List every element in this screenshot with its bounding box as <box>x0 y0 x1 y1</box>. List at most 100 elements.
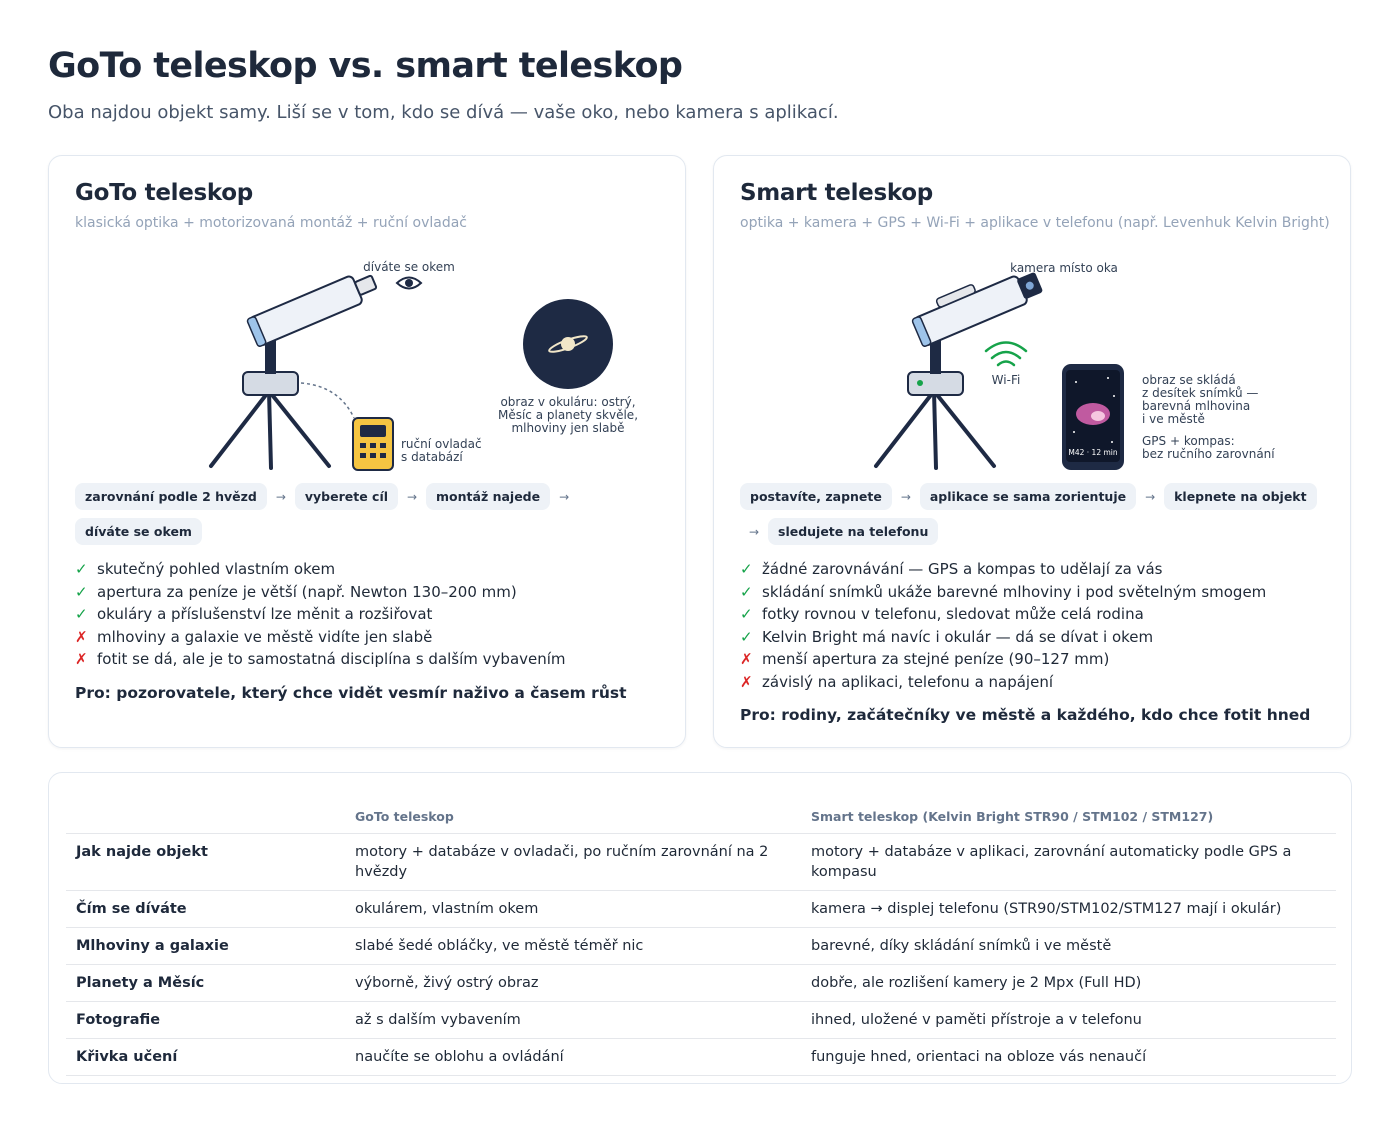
table-cell-smart: barevné, díky skládání snímků i ve městě <box>801 927 1336 965</box>
phone-caption: M42 · 12 min <box>1068 448 1117 457</box>
smart-step-arrow-2: → <box>1145 489 1156 504</box>
eye-icon <box>395 276 423 290</box>
table-row: Křivka učení naučíte se oblohu a ovládán… <box>66 1038 1336 1076</box>
camera-label: kamera místo oka <box>1010 261 1118 275</box>
smart-card: Smart teleskop optika + kamera + GPS + W… <box>713 155 1351 748</box>
table-cell-goto: naučíte se oblohu a ovládání <box>345 1038 801 1076</box>
cross-icon: ✗ <box>75 650 88 669</box>
smart-step-arrow-3: → <box>748 524 760 539</box>
cross-icon: ✗ <box>75 627 88 646</box>
goto-step-1: zarovnání podle 2 hvězd <box>75 483 267 510</box>
table-row: Čím se díváte okulárem, vlastním okem ka… <box>66 890 1336 928</box>
goto-verdict: Pro: pozorovatele, který chce vidět vesm… <box>75 684 627 702</box>
view-label-line-3: mlhoviny jen slabě <box>511 421 624 435</box>
goto-step-3: montáž najede <box>426 483 551 510</box>
controller-label-line-2: s databází <box>401 450 463 464</box>
stack-label-line-2: z desítek snímků — <box>1142 386 1258 400</box>
table-cell-goto: až s dalším vybavením <box>345 1001 801 1039</box>
cross-icon: ✗ <box>740 650 753 669</box>
power-led-icon <box>917 380 923 386</box>
smart-title: Smart teleskop <box>740 180 933 206</box>
goto-step-arrow-1: → <box>275 489 286 504</box>
stack-label-line-4: i ve městě <box>1142 412 1205 426</box>
goto-pro-1: ✓skutečný pohled vlastním okem <box>75 558 675 581</box>
gps-label-line-1: GPS + kompas: <box>1142 434 1235 448</box>
comparison-card: GoTo teleskop Smart teleskop (Kelvin Bri… <box>48 772 1352 1084</box>
mount-head-icon <box>907 371 964 396</box>
table-cell-goto: motory + databáze v ovladači, po ručním … <box>345 833 801 891</box>
mount-arm-icon <box>265 334 276 374</box>
wifi-icon <box>984 341 1028 367</box>
check-icon: ✓ <box>740 627 753 646</box>
smart-pro-1: ✓žádné zarovnávání — GPS a kompas to udě… <box>740 558 1340 581</box>
controller-label-line-1: ruční ovladač <box>401 437 482 451</box>
table-row-label: Čím se díváte <box>66 890 345 928</box>
view-label-line-1: obraz v okuláru: ostrý, <box>500 395 635 409</box>
comparison-table: GoTo teleskop Smart teleskop (Kelvin Bri… <box>66 799 1336 1076</box>
smart-subtitle: optika + kamera + GPS + Wi-Fi + aplikace… <box>740 215 1330 231</box>
cross-icon: ✗ <box>740 672 753 691</box>
table-cell-smart: ihned, uložené v paměti přístroje a v te… <box>801 1001 1336 1039</box>
goto-con-1: ✗mlhoviny a galaxie ve městě vidíte jen … <box>75 626 675 649</box>
table-cell-smart: funguje hned, orientaci na obloze vás ne… <box>801 1038 1336 1076</box>
smart-tube-icon <box>911 272 1043 347</box>
goto-con-2: ✗fotit se dá, ale je to samostatná disci… <box>75 648 675 671</box>
table-cell-smart: motory + databáze v aplikaci, zarovnání … <box>801 833 1336 891</box>
goto-step-2: vyberete cíl <box>294 483 399 510</box>
table-row-label: Jak najde objekt <box>66 833 345 891</box>
goto-pro-3: ✓okuláry a příslušenství lze měnit a roz… <box>75 603 675 626</box>
check-icon: ✓ <box>75 605 88 624</box>
goto-pro-2: ✓apertura za peníze je větší (např. Newt… <box>75 581 675 604</box>
goto-step-arrow-3: → <box>559 489 570 504</box>
table-row-label: Fotografie <box>66 1001 345 1039</box>
table-header-smart: Smart teleskop (Kelvin Bright STR90 / ST… <box>801 799 1336 834</box>
goto-steps: zarovnání podle 2 hvězd → vyberete cíl →… <box>75 483 675 545</box>
view-label-line-2: Měsíc a planety skvěle, <box>498 408 638 422</box>
saturn-view-icon <box>523 299 613 389</box>
table-cell-goto: okulárem, vlastním okem <box>345 890 801 928</box>
goto-title: GoTo teleskop <box>75 180 253 206</box>
smart-con-1: ✗menší apertura za stejné peníze (90–127… <box>740 648 1340 671</box>
cable-line <box>300 382 355 419</box>
check-icon: ✓ <box>75 560 88 578</box>
table-row-label: Křivka učení <box>66 1038 345 1076</box>
telescope-tube-icon <box>246 274 378 347</box>
goto-illustration: díváte se okem ruční ovladač s databází … <box>209 260 638 471</box>
check-icon: ✓ <box>740 560 753 578</box>
table-row-label: Mlhoviny a galaxie <box>66 927 345 965</box>
table-row: Planety a Měsíc výborně, živý ostrý obra… <box>66 964 1336 1002</box>
smart-illustration: kamera místo oka Wi-Fi M42 · 12 min obra… <box>874 261 1275 470</box>
smart-step-3: klepnete na objekt <box>1164 483 1317 510</box>
tripod-icon <box>874 389 996 470</box>
tripod-icon <box>209 389 331 470</box>
smart-pro-3: ✓fotky rovnou v telefonu, sledovat může … <box>740 603 1340 626</box>
stack-label-line-1: obraz se skládá <box>1142 373 1236 387</box>
smart-pro-2: ✓skládání snímků ukáže barevné mlhoviny … <box>740 581 1340 604</box>
page-subtitle: Oba najdou objekt samy. Liší se v tom, k… <box>48 102 839 123</box>
table-cell-goto: výborně, živý ostrý obraz <box>345 964 801 1002</box>
smart-step-2: aplikace se sama zorientuje <box>919 483 1137 510</box>
smart-steps: postavíte, zapnete → aplikace se sama zo… <box>740 483 1340 545</box>
smart-step-1: postavíte, zapnete <box>740 483 892 510</box>
table-cell-smart: kamera → displej telefonu (STR90/STM102/… <box>801 890 1336 928</box>
smart-bullets: ✓žádné zarovnávání — GPS a kompas to udě… <box>740 558 1340 694</box>
table-row: Jak najde objekt motory + databáze v ovl… <box>66 833 1336 891</box>
table-header-row: GoTo teleskop Smart teleskop (Kelvin Bri… <box>66 799 1336 834</box>
table-row-label: Planety a Měsíc <box>66 964 345 1002</box>
goto-bullets: ✓skutečný pohled vlastním okem ✓apertura… <box>75 558 675 671</box>
smart-verdict: Pro: rodiny, začátečníky ve městě a každ… <box>740 706 1311 724</box>
check-icon: ✓ <box>75 582 88 601</box>
smart-step-arrow-1: → <box>900 489 911 504</box>
goto-step-4: díváte se okem <box>75 518 202 545</box>
mount-head-icon <box>242 371 299 396</box>
table-header-goto: GoTo teleskop <box>345 799 801 834</box>
table-cell-goto: slabé šedé obláčky, ve městě téměř nic <box>345 927 801 965</box>
wifi-label: Wi-Fi <box>992 373 1021 387</box>
check-icon: ✓ <box>740 605 753 624</box>
smart-pro-4: ✓Kelvin Bright má navíc i okulár — dá se… <box>740 626 1340 649</box>
page-title: GoTo teleskop vs. smart teleskop <box>48 46 683 86</box>
table-header-empty <box>66 799 345 834</box>
goto-step-arrow-2: → <box>407 489 418 504</box>
table-row: Mlhoviny a galaxie slabé šedé obláčky, v… <box>66 927 1336 965</box>
goto-card: GoTo teleskop klasická optika + motorizo… <box>48 155 686 748</box>
